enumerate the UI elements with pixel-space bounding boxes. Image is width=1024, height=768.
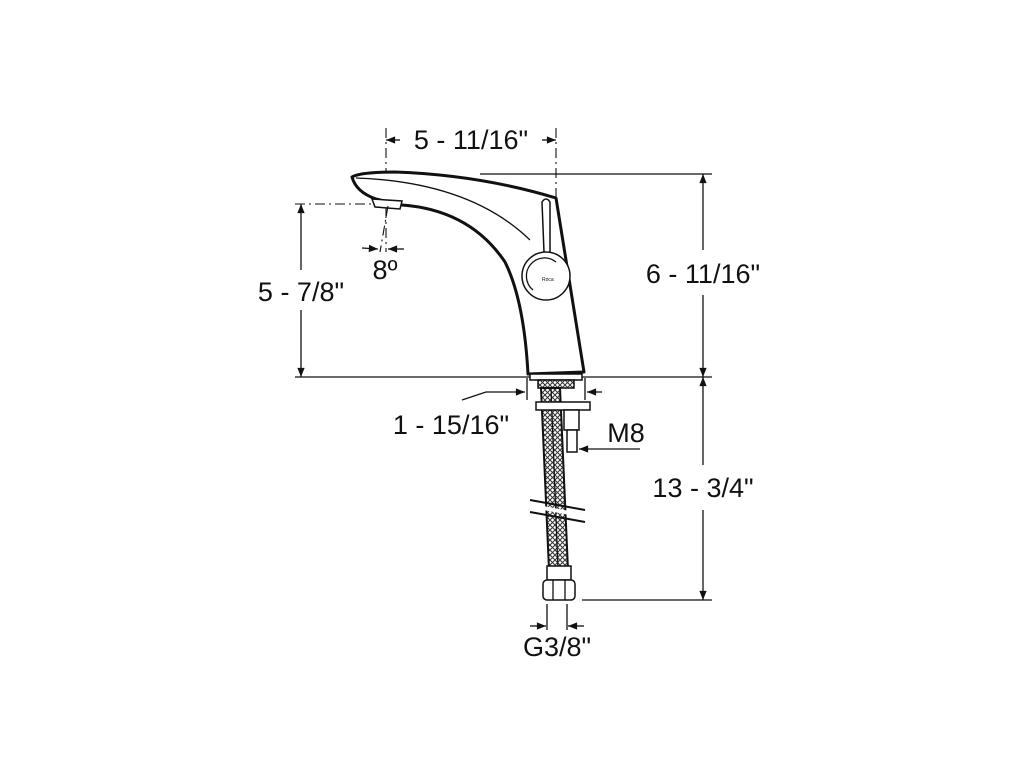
- faucet-body: Roca: [350, 170, 586, 381]
- dimension-lines: [297, 136, 707, 630]
- fixing-thread-label: M8: [607, 418, 645, 448]
- spout-height-label: 5 - 7/8": [258, 277, 344, 307]
- spout-angle-label: 8º: [373, 255, 398, 285]
- spout-reach-label: 5 - 11/16": [414, 125, 528, 155]
- hose-length-label: 13 - 3/4": [652, 473, 753, 503]
- hose-connection-label: G3/8": [523, 632, 591, 662]
- brand-logo: Roca: [542, 277, 554, 283]
- total-height-label: 6 - 11/16": [646, 259, 760, 289]
- flexible-hose: [529, 379, 591, 601]
- base-diameter-label: 1 - 15/16": [393, 410, 509, 440]
